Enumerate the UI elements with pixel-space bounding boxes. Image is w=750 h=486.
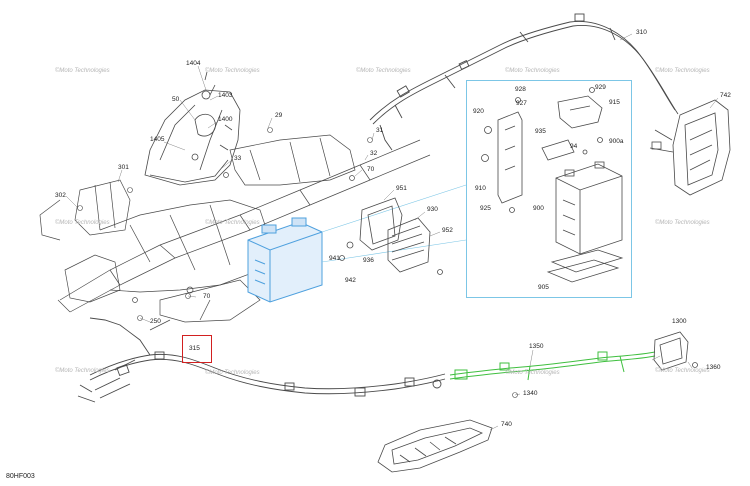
fasteners	[77, 127, 518, 398]
part-label-915: 915	[609, 99, 620, 106]
part-label-1340: 1340	[523, 390, 538, 397]
part-label-32: 32	[370, 150, 378, 157]
part-label-941: 941	[329, 255, 340, 262]
watermark: ©Moto Technologies	[505, 370, 560, 376]
part-label-310: 310	[636, 29, 647, 36]
part-label-1405: 1405	[150, 136, 165, 143]
part-label-900: 900	[533, 205, 544, 212]
inset-battery-parts	[481, 87, 624, 283]
part-label-951: 951	[396, 185, 407, 192]
part-label-952: 952	[442, 227, 453, 234]
part-label-70-upper: 70	[367, 166, 375, 173]
watermark: ©Moto Technologies	[205, 220, 260, 226]
part-label-94: 94	[570, 143, 578, 150]
harness-1350-green	[449, 351, 656, 381]
cover-740	[377, 419, 493, 473]
battery-detail-inset	[466, 80, 632, 298]
part-label-925: 925	[480, 205, 491, 212]
label-leaders	[65, 33, 719, 431]
part-label-900a: 900a	[609, 138, 624, 145]
part-label-1350: 1350	[529, 343, 544, 350]
highlighted-part-label: 315	[189, 345, 200, 352]
part-label-301: 301	[118, 164, 129, 171]
part-label-929: 929	[595, 84, 606, 91]
part-label-936: 936	[363, 257, 374, 264]
watermark: ©Moto Technologies	[55, 220, 110, 226]
part-label-31: 31	[376, 127, 384, 134]
part-label-1300: 1300	[672, 318, 687, 325]
gauge-module-742	[649, 99, 731, 196]
watermark: ©Moto Technologies	[55, 368, 110, 374]
battery-highlighted	[247, 217, 323, 303]
part-label-740: 740	[501, 421, 512, 428]
watermark: ©Moto Technologies	[655, 220, 710, 226]
part-label-930: 930	[427, 206, 438, 213]
watermark: ©Moto Technologies	[205, 68, 260, 74]
part-label-1403: 1403	[218, 92, 233, 99]
part-label-1404: 1404	[186, 60, 201, 67]
part-label-302: 302	[55, 192, 66, 199]
chassis-frame	[39, 134, 431, 331]
part-label-942: 942	[345, 277, 356, 284]
watermark: ©Moto Technologies	[356, 68, 411, 74]
part-label-927: 927	[516, 100, 527, 107]
part-label-920: 920	[473, 108, 484, 115]
regulator-assembly	[339, 197, 443, 275]
part-label-50: 50	[172, 96, 180, 103]
part-label-250: 250	[150, 318, 161, 325]
watermark: ©Moto Technologies	[55, 68, 110, 74]
highlighted-part-box[interactable]: 315	[182, 335, 212, 363]
watermark: ©Moto Technologies	[655, 368, 710, 374]
part-label-33: 33	[234, 155, 242, 162]
part-label-910: 910	[475, 185, 486, 192]
part-label-742: 742	[720, 92, 731, 99]
part-label-1360: 1360	[706, 364, 721, 371]
part-label-935: 935	[535, 128, 546, 135]
watermark: ©Moto Technologies	[505, 68, 560, 74]
harness-310	[369, 13, 679, 151]
part-label-1400: 1400	[218, 116, 233, 123]
watermark: ©Moto Technologies	[205, 370, 260, 376]
part-label-70-lower: 70	[203, 293, 211, 300]
watermark: ©Moto Technologies	[655, 68, 710, 74]
part-label-29: 29	[275, 112, 283, 119]
part-label-928: 928	[515, 86, 526, 93]
figure-code: 80HF003	[6, 473, 35, 480]
part-label-905: 905	[538, 284, 549, 291]
bumper-tube-assembly	[144, 71, 241, 186]
module-1300	[653, 331, 698, 371]
harness-315	[77, 317, 446, 403]
